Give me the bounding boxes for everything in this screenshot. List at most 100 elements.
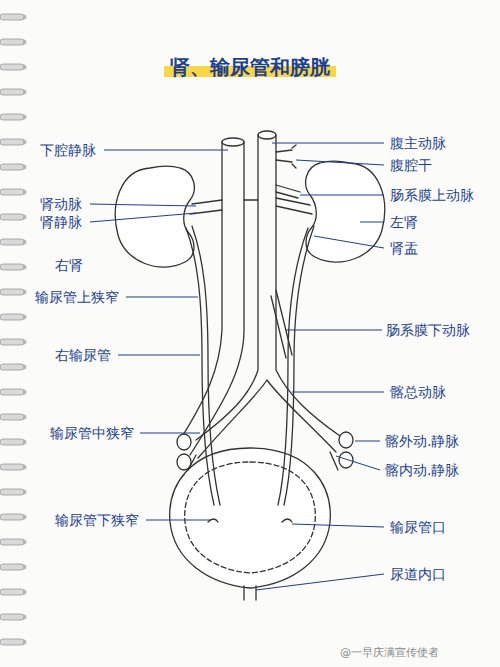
- ring-wire: [0, 164, 24, 170]
- ring-wire: [0, 64, 24, 70]
- part-label: 肠系膜下动脉: [386, 321, 470, 339]
- ring-wire: [0, 189, 24, 195]
- leader-line: [286, 330, 382, 331]
- ring-wire: [0, 364, 24, 370]
- ring-wire: [0, 214, 24, 220]
- part-label: 输尿管下狭窄: [55, 511, 139, 529]
- ring-wire: [0, 639, 24, 645]
- ring-wire: [0, 39, 24, 45]
- ring-wire: [0, 314, 24, 320]
- watermark: @一早庆满宣传使者: [340, 644, 439, 662]
- spiral-ring: [0, 139, 27, 145]
- ivc-top: [222, 138, 244, 146]
- aorta-top: [258, 131, 276, 139]
- leader-line: [272, 143, 384, 144]
- ring-wire: [0, 239, 24, 245]
- spiral-ring: [0, 389, 27, 395]
- part-label: 髂总动脉: [390, 383, 446, 401]
- ring-wire: [0, 89, 24, 95]
- spiral-ring: [0, 214, 27, 220]
- ring-wire: [0, 114, 24, 120]
- left-kidney: [306, 161, 385, 262]
- leader-line: [256, 574, 384, 590]
- leader-line: [104, 150, 228, 151]
- leader-line: [126, 297, 198, 298]
- part-label: 右输尿管: [55, 346, 111, 364]
- leader-line: [140, 433, 200, 434]
- part-label: 尿道内口: [390, 565, 446, 583]
- part-label: 输尿管中狭窄: [50, 424, 134, 442]
- leader-line: [292, 392, 384, 393]
- spiral-ring: [0, 239, 27, 245]
- spiral-ring: [0, 639, 27, 645]
- spiral-ring: [0, 339, 27, 345]
- bladder-inner: [185, 462, 316, 573]
- spiral-ring: [0, 539, 27, 545]
- leader-line: [336, 456, 380, 470]
- left-ureter: [278, 226, 314, 505]
- spiral-ring: [0, 289, 27, 295]
- ring-wire: [0, 289, 24, 295]
- ring-wire: [0, 589, 24, 595]
- ring-wire: [0, 564, 24, 570]
- spiral-ring: [0, 14, 27, 20]
- spiral-ring: [0, 564, 27, 570]
- leader-line: [355, 441, 380, 442]
- spiral-ring: [0, 614, 27, 620]
- iliac-vessel-cut: [339, 432, 353, 448]
- part-label: 腹主动脉: [390, 134, 446, 152]
- superior-mesenteric-artery: [276, 185, 300, 198]
- leader-line: [90, 204, 196, 206]
- spiral-ring: [0, 314, 27, 320]
- leader-line: [314, 236, 384, 248]
- part-label: 腹腔干: [390, 156, 432, 174]
- urethra: [244, 586, 256, 600]
- part-label: 输尿管上狭窄: [35, 288, 119, 306]
- ring-wire: [0, 489, 24, 495]
- notebook-spiral: [0, 14, 27, 645]
- part-label: 髂外动.静脉: [385, 432, 459, 450]
- ring-wire: [0, 339, 24, 345]
- leader-line: [296, 160, 384, 165]
- leader-line: [300, 195, 384, 196]
- abdominal-aorta: [196, 135, 340, 458]
- iliac-vessel-cut: [177, 434, 191, 450]
- spiral-ring: [0, 39, 27, 45]
- iliac-vessel-cut: [339, 452, 353, 468]
- spiral-ring: [0, 514, 27, 520]
- title: 肾、输尿管和膀胱: [164, 54, 336, 80]
- spiral-ring: [0, 114, 27, 120]
- spiral-ring: [0, 89, 27, 95]
- leader-line: [360, 222, 384, 223]
- ring-wire: [0, 439, 24, 445]
- internal-iliac: [188, 452, 338, 470]
- spiral-ring: [0, 264, 27, 270]
- ring-wire: [0, 389, 24, 395]
- leader-line: [90, 213, 196, 222]
- bladder-outer: [170, 448, 331, 588]
- spiral-ring: [0, 64, 27, 70]
- right-ureter: [186, 226, 220, 505]
- ring-wire: [0, 264, 24, 270]
- part-label: 下腔静脉: [40, 141, 96, 159]
- part-label: 肾动脉: [40, 195, 82, 213]
- leader-line: [118, 355, 200, 356]
- spiral-ring: [0, 414, 27, 420]
- part-label: 输尿管口: [390, 518, 446, 536]
- ring-wire: [0, 14, 24, 20]
- ring-wire: [0, 514, 24, 520]
- leader-line: [292, 524, 384, 527]
- spiral-ring: [0, 589, 27, 595]
- part-label: 右肾: [55, 256, 83, 274]
- ring-wire: [0, 414, 24, 420]
- ring-wire: [0, 139, 24, 145]
- ring-wire: [0, 614, 24, 620]
- part-label: 左肾: [390, 213, 418, 231]
- part-label: 髂内动.静脉: [385, 461, 459, 479]
- ring-wire: [0, 464, 24, 470]
- spiral-ring: [0, 164, 27, 170]
- spiral-ring: [0, 189, 27, 195]
- leader-line: [146, 520, 210, 521]
- part-label: 肾盂: [390, 239, 418, 257]
